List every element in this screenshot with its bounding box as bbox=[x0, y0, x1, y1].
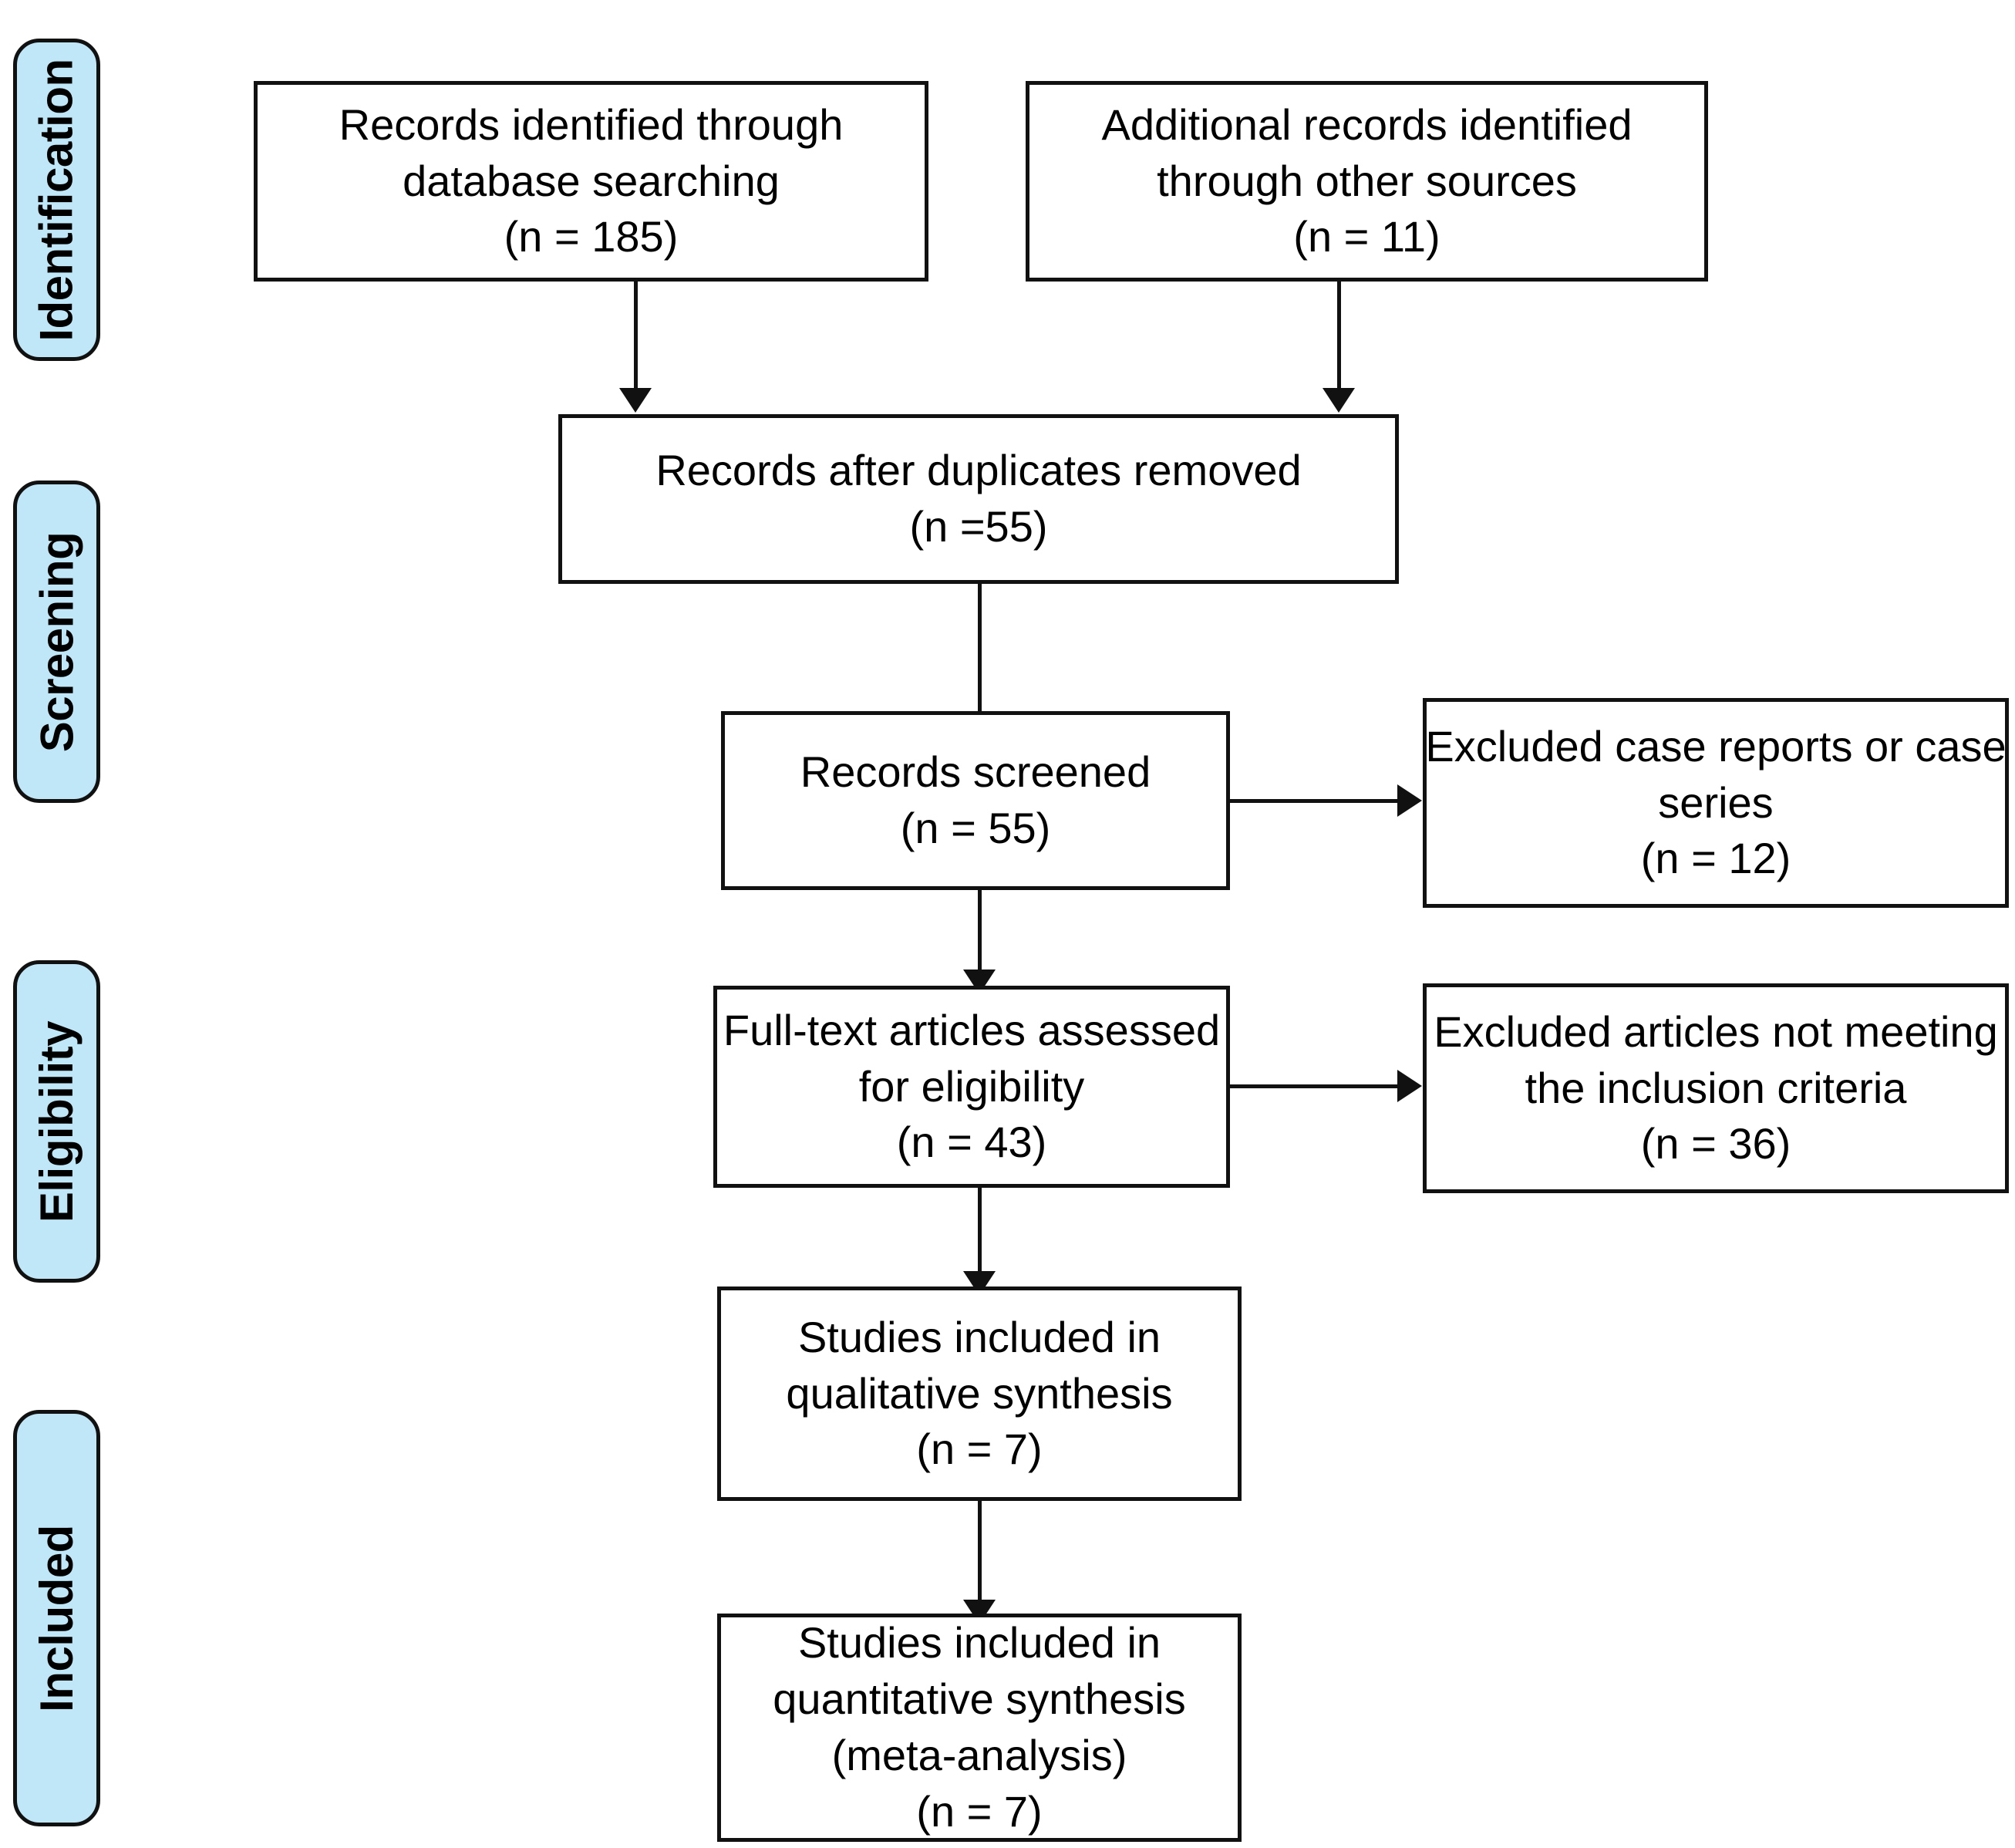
box-records-after-duplicates-removed: Records after duplicates removed (n =55) bbox=[558, 414, 1399, 584]
box-line: qualitative synthesis bbox=[786, 1368, 1173, 1418]
connector-fulltext-to-qualitative bbox=[978, 1188, 982, 1273]
box-line: (n = 43) bbox=[896, 1118, 1047, 1167]
box-line: (n = 7) bbox=[916, 1425, 1043, 1474]
box-line: the inclusion criteria bbox=[1525, 1063, 1907, 1112]
stage-pill-eligibility: Eligibility bbox=[13, 960, 100, 1283]
connector-duplicates-to-screened bbox=[978, 584, 982, 727]
stage-pill-identification: Identification bbox=[13, 39, 100, 361]
arrowhead-right-excluded-case-reports bbox=[1397, 784, 1422, 817]
connector-fulltext-to-excluded-criteria bbox=[1230, 1084, 1401, 1088]
box-line: (n = 36) bbox=[1640, 1119, 1791, 1168]
box-line: series bbox=[1658, 777, 1774, 827]
box-line: database searching bbox=[403, 156, 780, 205]
connector-screened-to-fulltext bbox=[978, 890, 982, 971]
box-line: Additional records identified bbox=[1101, 99, 1633, 149]
box-line: Full-text articles assessed bbox=[723, 1005, 1221, 1054]
stage-label-identification: Identification bbox=[31, 58, 83, 342]
box-line: Studies included in bbox=[797, 1312, 1161, 1361]
box-line: Excluded articles not meeting bbox=[1434, 1007, 1998, 1056]
box-additional-records-other-sources: Additional records identified through ot… bbox=[1026, 81, 1708, 282]
arrowhead-down-other-sources bbox=[1323, 388, 1355, 413]
arrowhead-right-excluded-criteria bbox=[1397, 1070, 1422, 1102]
stage-label-eligibility: Eligibility bbox=[31, 1020, 83, 1222]
box-records-screened: Records screened (n = 55) bbox=[721, 711, 1230, 890]
stage-label-screening: Screening bbox=[31, 531, 83, 752]
box-records-identified-database: Records identified through database sear… bbox=[254, 81, 928, 282]
box-line: quantitative synthesis bbox=[773, 1674, 1186, 1724]
box-line: Excluded case reports or case bbox=[1425, 721, 2007, 771]
box-line: Records screened bbox=[800, 747, 1151, 797]
box-line: (n =55) bbox=[909, 502, 1048, 551]
stage-pill-screening: Screening bbox=[13, 481, 100, 803]
box-line: Records after duplicates removed bbox=[655, 446, 1302, 495]
box-studies-quantitative-synthesis: Studies included in quantitative synthes… bbox=[717, 1614, 1242, 1842]
box-line: through other sources bbox=[1157, 156, 1577, 205]
box-studies-qualitative-synthesis: Studies included in qualitative synthesi… bbox=[717, 1287, 1242, 1501]
box-line: (n = 7) bbox=[916, 1786, 1043, 1836]
arrowhead-down-db-search bbox=[619, 388, 652, 413]
box-excluded-not-meeting-criteria: Excluded articles not meeting the inclus… bbox=[1423, 983, 2009, 1193]
box-line: for eligibility bbox=[858, 1061, 1085, 1111]
connector-qualitative-to-quantitative bbox=[978, 1501, 982, 1601]
box-line: Studies included in bbox=[797, 1618, 1161, 1668]
box-line: (n = 55) bbox=[900, 804, 1051, 852]
box-line: (n = 12) bbox=[1640, 834, 1791, 883]
box-fulltext-articles-assessed: Full-text articles assessed for eligibil… bbox=[713, 986, 1230, 1188]
connector-db-search-to-duplicates bbox=[634, 282, 638, 389]
box-line: (n = 185) bbox=[504, 212, 679, 261]
stage-pill-included: Included bbox=[13, 1410, 100, 1826]
box-excluded-case-reports: Excluded case reports or case series (n … bbox=[1423, 698, 2009, 908]
connector-other-sources-to-duplicates bbox=[1337, 282, 1341, 389]
box-line: (meta-analysis) bbox=[831, 1731, 1127, 1779]
connector-screened-to-excluded-case-reports bbox=[1230, 799, 1401, 803]
box-line: Records identified through bbox=[339, 99, 844, 149]
stage-label-included: Included bbox=[31, 1524, 83, 1712]
box-line: (n = 11) bbox=[1293, 212, 1440, 261]
